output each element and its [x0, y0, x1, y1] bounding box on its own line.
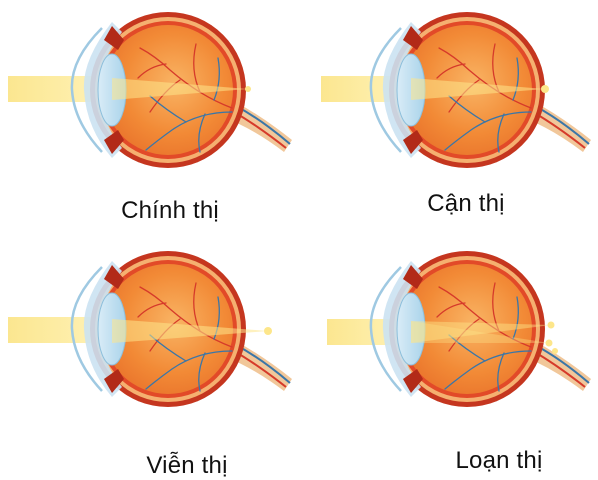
caption: Cận thị [427, 190, 504, 218]
caption: Loạn thị [455, 447, 542, 475]
panel-astigmatism: Loạn thị [299, 239, 598, 478]
caption: Viễn thị [146, 452, 227, 480]
focal-point [548, 322, 555, 329]
focal-point [541, 85, 549, 93]
focal-point [264, 327, 272, 335]
focal-point [245, 86, 251, 92]
panel-emmetropia: Chính thị [0, 0, 299, 239]
eye-diagram-hyperopia [0, 239, 299, 478]
caption: Chính thị [121, 197, 219, 225]
focal-point [552, 348, 558, 354]
eye-diagram-astigmatism [299, 239, 598, 478]
panel-hyperopia: Viễn thị [0, 239, 299, 478]
focal-point [546, 340, 553, 347]
panel-myopia: Cận thị [299, 0, 598, 239]
